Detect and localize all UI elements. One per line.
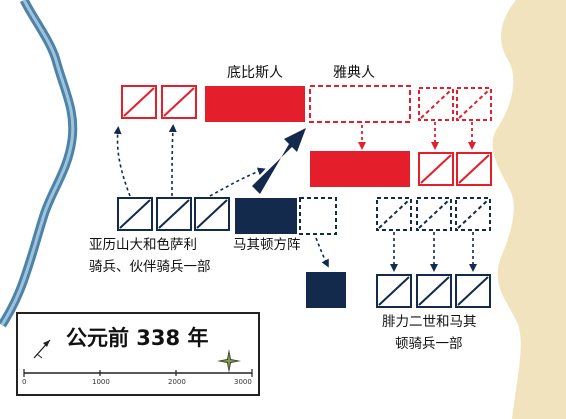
main-attack-arrow	[252, 128, 306, 194]
north-arrow-icon	[33, 339, 51, 359]
scale-tick-3000: 3000	[234, 378, 252, 386]
theban-infantry-block	[205, 86, 305, 122]
alexander-cavalry-arrow-3	[209, 167, 266, 197]
athenian-infantry-original	[309, 85, 411, 123]
legend-box: 公元前 338 年 0 1000 2000 3000	[16, 312, 260, 396]
thebans-label: 底比斯人	[227, 65, 283, 81]
alexander-label-line-2: 骑兵、伙伴骑兵一部	[89, 259, 211, 275]
alexander-cavalry-1	[117, 197, 153, 231]
alexander-cavalry-arrow-2	[168, 124, 177, 197]
red-unit-cavalry-advanced-2	[456, 152, 492, 186]
phalanx-retreat-arrow	[315, 237, 329, 268]
philip-label-line-1: 腓力二世和马其	[382, 314, 477, 330]
red-unit-cavalry-original-4	[456, 87, 492, 121]
philip-cavalry-retreated-3	[455, 274, 491, 308]
alexander-label-line-1: 亚历山大和色萨利	[89, 237, 197, 253]
phalanx-label: 马其顿方阵	[233, 237, 301, 253]
scale-tick-2000: 2000	[168, 378, 186, 386]
philip-cavalry-retreated-1	[376, 274, 412, 308]
philip-cavalry-original-1	[376, 197, 412, 231]
land-area	[492, 0, 566, 419]
river	[0, 0, 78, 328]
athenian-infantry-advanced	[310, 151, 410, 187]
phalanx-block	[235, 198, 297, 234]
red-unit-cavalry-original-3	[418, 87, 454, 121]
alexander-cavalry-arrow-1	[113, 126, 131, 197]
legend-title: 公元前 338 年	[66, 326, 209, 350]
scale-tick-0: 0	[22, 378, 27, 386]
red-unit-cavalry-1	[121, 85, 157, 119]
philip-label-line-2: 顿骑兵一部	[395, 336, 463, 352]
river-highlight	[0, 0, 75, 326]
compass-rose-icon	[217, 349, 241, 373]
athenians-label: 雅典人	[333, 65, 375, 81]
philip-cavalry-retreated-2	[416, 274, 452, 308]
red-unit-cavalry-2	[161, 85, 197, 119]
phalanx-retreat-block	[306, 272, 346, 308]
alexander-cavalry-2	[156, 197, 192, 231]
philip-cavalry-original-3	[455, 197, 491, 231]
phalanx-original-position	[299, 197, 337, 235]
alexander-cavalry-3	[194, 197, 230, 231]
philip-cavalry-original-2	[416, 197, 452, 231]
scale-bar	[23, 369, 253, 377]
red-unit-cavalry-advanced-1	[418, 152, 454, 186]
scale-tick-1000: 1000	[92, 378, 110, 386]
